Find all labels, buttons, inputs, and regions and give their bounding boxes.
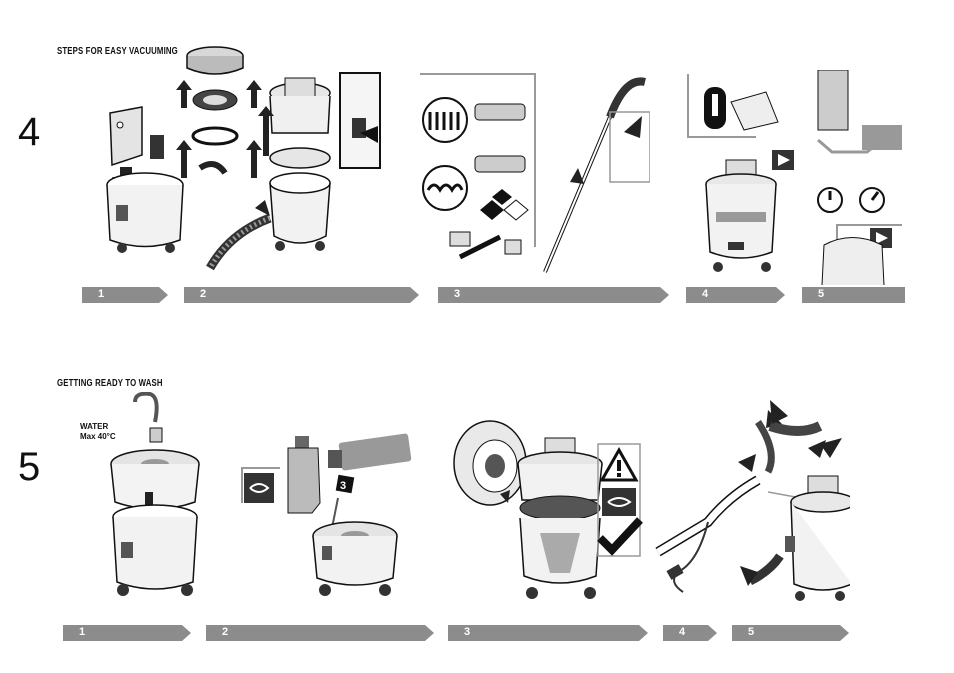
step-bar-4-3: 3 [438,287,669,303]
step-number: 5 [818,288,825,300]
step-number: 4 [702,288,709,300]
step-bar-4-2: 2 [184,287,419,303]
step-number: 1 [98,288,105,300]
illustration-4-5-suction-dial [817,70,902,285]
detergent-badge: 3 [340,480,346,492]
illustration-4-3-tools-wand [420,73,650,273]
step-number: 2 [222,626,229,638]
section-number-5: 5 [18,445,41,489]
water-temperature: Max 40°C [80,432,116,441]
water-label: WATER [80,422,109,431]
illustration-4-1-bag-insert [106,106,184,253]
step-number: 2 [200,288,207,300]
step-bar-5-1: 1 [63,625,191,641]
illustration-5-5-connect-unit [740,400,850,601]
section-heading-wash: GETTING READY TO WASH [57,378,163,389]
step-number: 5 [748,626,755,638]
step-number: 1 [79,626,86,638]
illustration-5-1-fill-water [110,392,200,596]
step-number: 4 [679,626,686,638]
water-note: WATER Max 40°C [80,422,116,442]
illustration-4-2-lid-assembly [176,46,381,271]
step-number: 3 [464,626,471,638]
illustration-5-4-spray-hose [655,410,826,593]
step-bar-4-5: 5 [802,287,905,303]
illustration-5-3-assemble-warning [453,420,643,599]
step-bar-5-2: 2 [206,625,434,641]
step-bar-5-5: 5 [732,625,849,641]
illustration-5-2-add-detergent: 3 [241,433,412,596]
step-number: 3 [454,288,461,300]
illustration-4-4-switch-on [687,74,794,272]
step-bar-5-4: 4 [663,625,717,641]
section-heading-vacuuming: STEPS FOR EASY VACUUMING [57,46,178,57]
step-bar-4-1: 1 [82,287,168,303]
section-number-4: 4 [18,110,41,154]
step-bar-5-3: 3 [448,625,648,641]
step-bar-4-4: 4 [686,287,785,303]
